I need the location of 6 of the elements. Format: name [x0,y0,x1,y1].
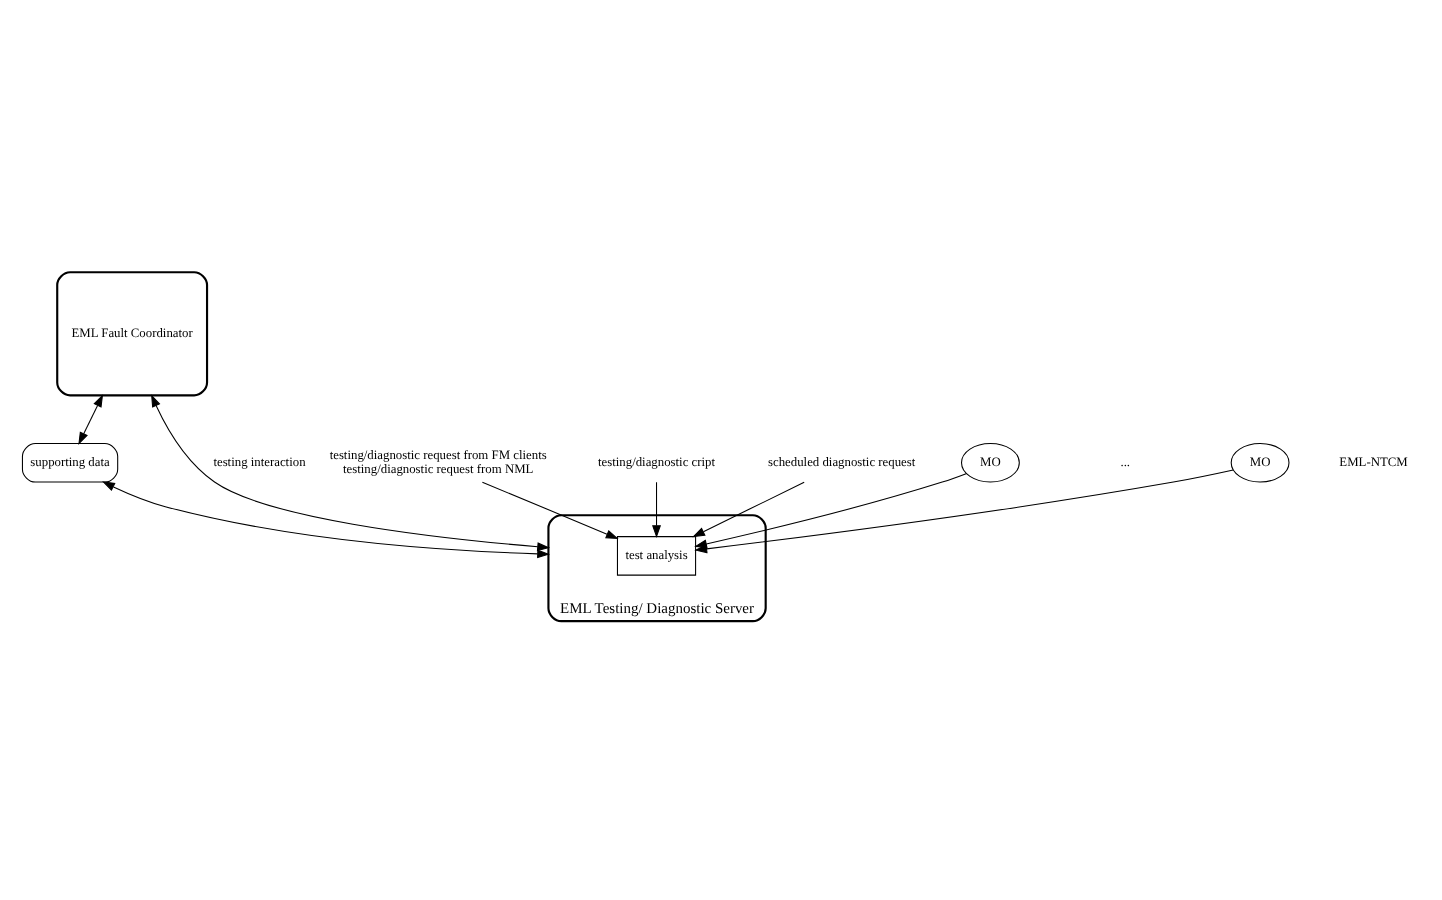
arrow [151,393,551,551]
arrow [78,393,104,444]
arrow [481,480,619,539]
arrow [102,480,551,558]
arrow [652,480,662,538]
arrow [692,480,805,537]
